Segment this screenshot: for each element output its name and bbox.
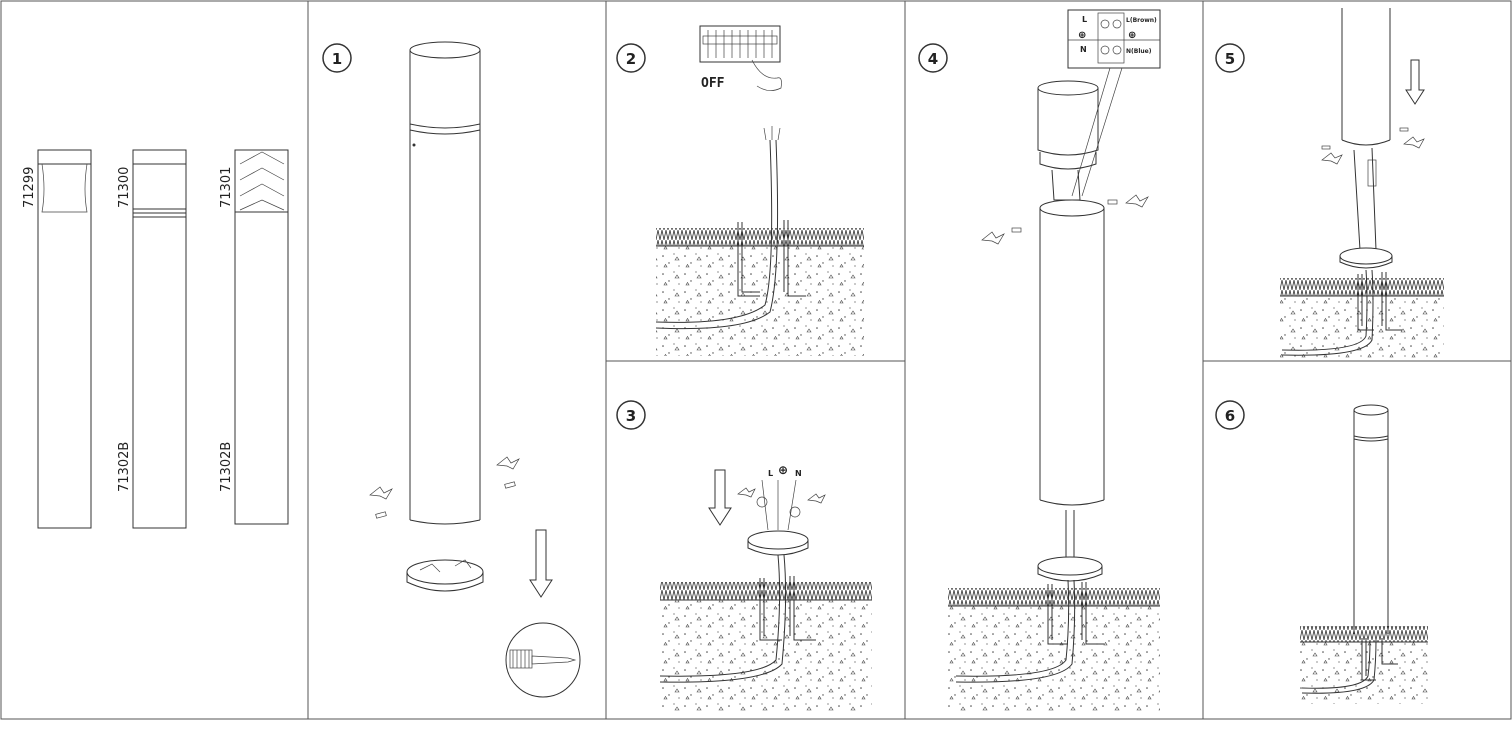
terminal-l-label: L — [768, 469, 773, 478]
model-label-71299: 71299 — [22, 167, 37, 208]
bollard-body-illustration — [1039, 199, 1105, 570]
bollard-71299: 71299 — [22, 149, 92, 529]
anchor-bolts — [1357, 272, 1402, 331]
supply-cable — [659, 554, 787, 683]
model-overview-panel: 71299 71300 71302B 71301 71302B — [22, 149, 289, 529]
screw-icon — [981, 227, 1022, 245]
ground-section — [656, 228, 864, 356]
bollard-body-illustration — [1341, 8, 1391, 251]
ground-section — [948, 588, 1160, 712]
inset-earth-left: ⊕ — [1078, 30, 1086, 41]
screw-icon — [369, 486, 393, 519]
base-plate-illustration — [747, 530, 809, 556]
ground-section — [1300, 626, 1428, 704]
svg-text:3: 3 — [626, 407, 636, 425]
svg-text:1: 1 — [332, 50, 342, 68]
down-arrow-icon — [529, 529, 553, 598]
screw-icon — [1107, 194, 1149, 208]
supply-cable — [1281, 269, 1374, 356]
screwdriver-icon — [505, 622, 581, 698]
step-number-4: 4 — [918, 43, 948, 73]
step-number-6: 6 — [1215, 400, 1245, 430]
model-label-71302b-a: 71302B — [117, 442, 132, 492]
screw-icon — [1321, 145, 1343, 165]
terminal-block-inset: L L(Brown) ⊕ ⊕ N N(Blue) — [1067, 9, 1161, 197]
bollard-71301: 71301 71302B — [219, 149, 289, 525]
terminal-labels: L ⊕ N — [768, 463, 802, 478]
wire-connectors — [737, 479, 826, 531]
step-1-panel: 1 — [322, 41, 581, 698]
step-number-1: 1 — [322, 43, 352, 73]
svg-text:5: 5 — [1225, 50, 1235, 68]
screw-icon — [1399, 127, 1425, 149]
step-3-panel: 3 L ⊕ N — [616, 400, 872, 712]
lamp-head-illustration — [1037, 80, 1099, 201]
bollard-71300: 71300 71302B — [117, 149, 187, 529]
step-number-2: 2 — [616, 43, 646, 73]
step-number-5: 5 — [1215, 43, 1245, 73]
ground-section — [660, 582, 872, 712]
supply-cable — [955, 579, 1076, 683]
step-2-panel: 2 OFF — [616, 25, 864, 356]
anchor-bolts — [1047, 582, 1104, 645]
inset-earth-right: ⊕ — [1128, 30, 1136, 41]
installed-bollard-illustration — [1353, 404, 1389, 634]
base-plate-illustration — [1339, 247, 1393, 269]
svg-text:6: 6 — [1225, 407, 1235, 425]
svg-text:4: 4 — [928, 50, 938, 68]
inset-terminal-n-blue: N(Blue) — [1126, 48, 1152, 55]
step-4-panel: 4 L L(Brown) ⊕ ⊕ N N(Blue) — [918, 9, 1161, 712]
breaker-off-label: OFF — [701, 76, 725, 91]
down-arrow-icon — [1405, 59, 1425, 105]
step-6-panel: 6 — [1215, 400, 1428, 704]
earth-symbol: ⊕ — [778, 463, 788, 477]
down-arrow-icon — [708, 469, 732, 526]
anchor-bolts — [1361, 638, 1398, 681]
model-label-71301: 71301 — [219, 167, 234, 208]
anchor-bolts — [759, 576, 816, 641]
terminal-n-label: N — [795, 469, 802, 478]
inset-terminal-l: L — [1082, 15, 1087, 24]
base-plate-illustration — [1037, 556, 1103, 582]
svg-text:2: 2 — [626, 50, 636, 68]
base-plate-illustration — [406, 559, 484, 592]
supply-cable — [655, 126, 781, 330]
inset-terminal-l-brown: L(Brown) — [1126, 17, 1157, 24]
anchor-bolts — [737, 220, 806, 297]
supply-cable — [1301, 639, 1377, 694]
bollard-body-illustration — [409, 41, 481, 525]
model-label-71300: 71300 — [117, 167, 132, 208]
circuit-breaker-illustration — [699, 25, 782, 91]
screw-icon — [496, 456, 520, 489]
step-number-3: 3 — [616, 400, 646, 430]
step-5-panel: 5 — [1215, 8, 1444, 358]
model-label-71302b-b: 71302B — [219, 442, 234, 492]
inset-terminal-n: N — [1080, 45, 1087, 54]
